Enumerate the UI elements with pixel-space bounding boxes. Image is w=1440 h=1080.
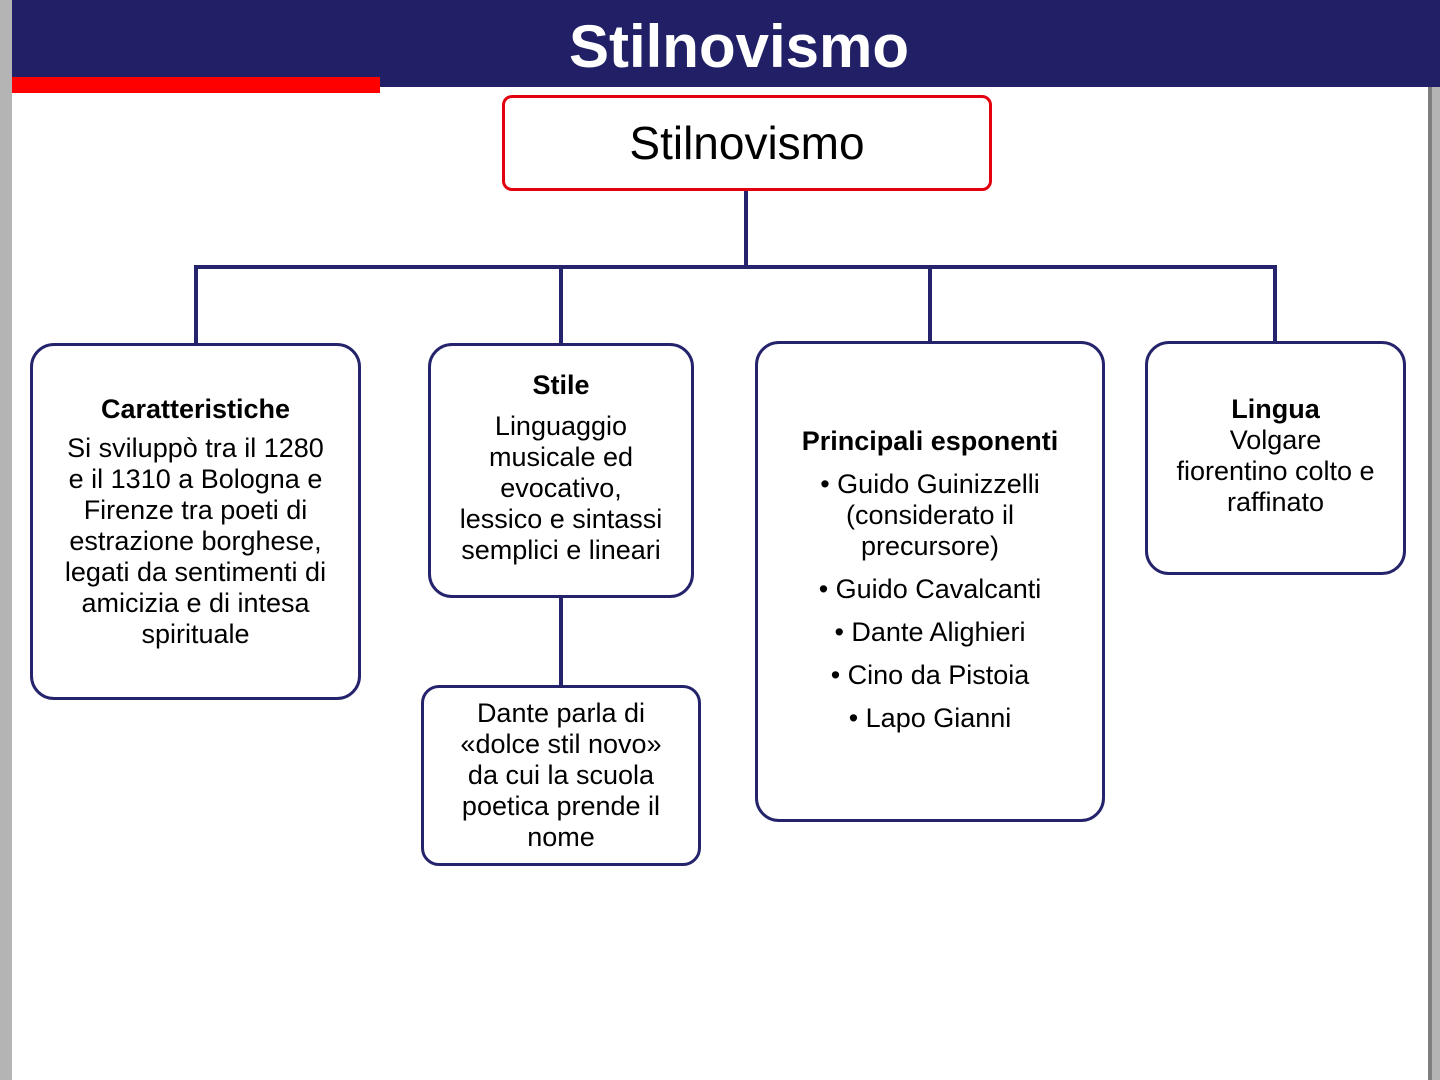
slide-edge-shadow	[1428, 86, 1432, 1080]
page-title: Stilnovismo	[12, 0, 1440, 87]
header-bar	[12, 0, 1440, 87]
node-esponenti-title: Principali esponenti	[801, 426, 1059, 456]
node-stile: Stile Linguaggio musicale ed evocativo, …	[428, 343, 694, 598]
page-title-text: Stilnovismo	[568, 13, 910, 80]
node-caratteristiche-title: Caratteristiche	[100, 393, 291, 424]
node-stile-body: Linguaggio musicale ed evocativo, lessic…	[459, 411, 663, 565]
node-stile-note: Dante parla di «dolce stil novo» da cui …	[421, 685, 701, 866]
esponenti-list: • Guido Guinizzelli (considerato il prec…	[819, 469, 1042, 734]
node-lingua-body: Volgare fiorentino colto e raffinato	[1176, 425, 1375, 517]
root-node-label: Stilnovismo	[629, 117, 865, 169]
node-caratteristiche: Caratteristiche Si sviluppò tra il 1280 …	[30, 343, 361, 700]
list-item: • Cino da Pistoia	[830, 660, 1030, 690]
list-item: • Guido Cavalcanti	[818, 574, 1042, 604]
list-item: • Guido Guinizzelli (considerato il prec…	[820, 469, 1040, 561]
node-stile-note-body: Dante parla di «dolce stil novo» da cui …	[460, 698, 662, 852]
list-item: • Dante Alighieri	[834, 617, 1026, 647]
node-stile-title: Stile	[532, 370, 590, 400]
root-node: Stilnovismo	[502, 95, 992, 191]
node-lingua-title: Lingua	[1231, 394, 1320, 424]
list-item: • Lapo Gianni	[848, 703, 1012, 733]
header-accent-stripe	[12, 77, 380, 93]
node-lingua: Lingua Volgare fiorentino colto e raffin…	[1145, 341, 1406, 575]
node-caratteristiche-body: Si sviluppò tra il 1280 e il 1310 a Bolo…	[64, 432, 327, 649]
node-esponenti: Principali esponenti • Guido Guinizzelli…	[755, 341, 1105, 822]
